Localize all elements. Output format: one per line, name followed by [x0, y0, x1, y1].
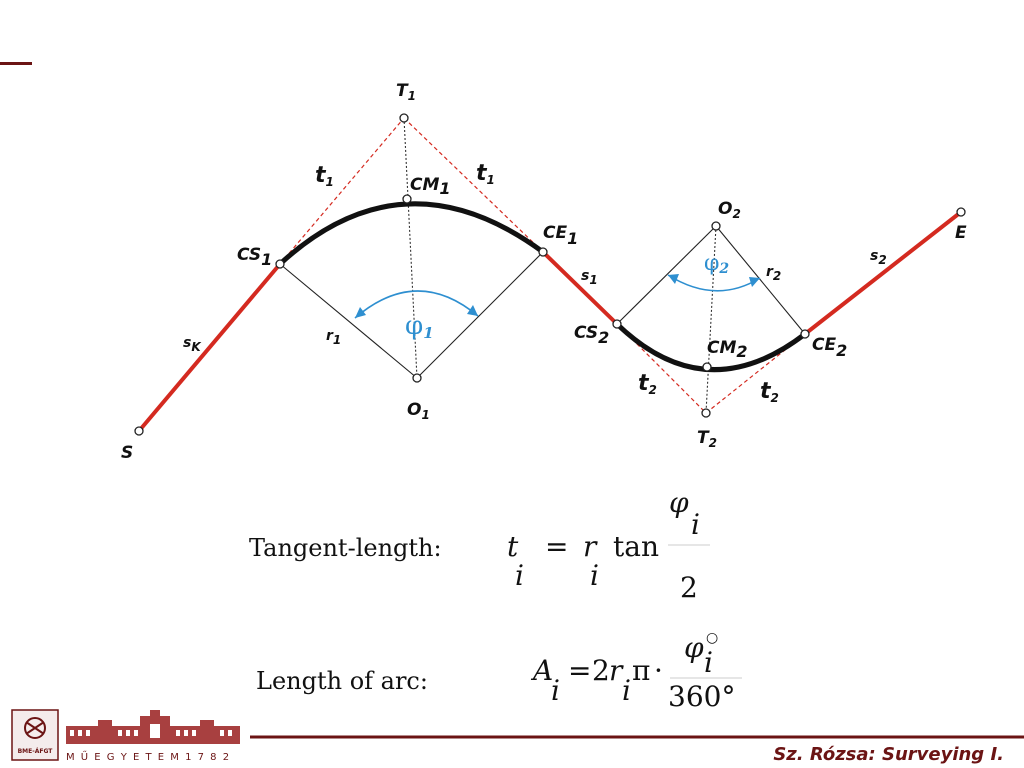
label-s1: s1: [581, 268, 598, 287]
university-logo: BME-ÁFGT M Ű E G Y E T E M 1 7 8 2: [11, 709, 240, 763]
svg-text:r: r: [583, 530, 598, 563]
tangent-length-formula: t i = r i tan φ i 2: [507, 486, 710, 604]
label-CM1: CM1: [410, 175, 451, 198]
node-E: [956, 207, 966, 217]
label-CS2: CS2: [574, 323, 609, 347]
label-s2: s2: [870, 248, 887, 267]
svg-text:○: ○: [706, 630, 718, 646]
label-r1: r1: [326, 328, 341, 347]
svg-text:A: A: [530, 654, 553, 687]
label-CM2: CM2: [707, 338, 748, 361]
radius-lines: [279, 225, 806, 379]
straight-segments: [137, 210, 963, 433]
svg-text:i: i: [704, 646, 713, 679]
label-CE2: CE2: [812, 335, 847, 360]
label-CE1: CE1: [543, 223, 578, 248]
svg-text:i: i: [590, 559, 599, 592]
svg-text:r: r: [609, 654, 624, 687]
node-T2: [701, 408, 711, 418]
svg-text:M Ű E G Y E T E M 1 7 8 2: M Ű E G Y E T E M 1 7 8 2: [66, 749, 231, 763]
label-t1-right: t1: [476, 161, 495, 187]
label-phi2: φ2: [704, 251, 729, 277]
label-O1: O1: [407, 400, 430, 422]
svg-text:BME-ÁFGT: BME-ÁFGT: [18, 748, 54, 755]
svg-text:·: ·: [654, 654, 663, 687]
node-O2: [711, 221, 721, 231]
node-CM1: [402, 194, 412, 204]
svg-text:360°: 360°: [668, 680, 735, 713]
node-CM2: [702, 362, 712, 372]
svg-text:π: π: [632, 654, 650, 687]
node-CE1: [538, 247, 548, 257]
svg-text:i: i: [691, 508, 700, 541]
footer-author: Sz. Rózsa: Surveying I.: [773, 744, 1004, 765]
nodes: [134, 113, 966, 436]
svg-text:2: 2: [680, 571, 698, 604]
angle-arcs: [354, 274, 761, 319]
corner-accent: [0, 62, 32, 65]
label-T1: T1: [396, 81, 416, 103]
label-t2-right: t2: [760, 379, 779, 405]
label-phi1: φ1: [405, 311, 434, 342]
svg-text:tan: tan: [613, 530, 659, 563]
label-S: S: [121, 443, 133, 463]
node-CS1: [275, 259, 285, 269]
label-r2: r2: [766, 264, 781, 283]
building-windows: [70, 724, 232, 738]
svg-text:i: i: [551, 674, 560, 707]
svg-text:2: 2: [592, 654, 610, 687]
node-O1: [412, 373, 422, 383]
tangent-length-label: Tangent-length:: [249, 534, 442, 562]
svg-text:i: i: [515, 559, 524, 592]
svg-text:φ: φ: [684, 631, 704, 664]
label-T2: T2: [697, 428, 717, 450]
node-CE2: [800, 329, 810, 339]
bisector-lines: [403, 117, 717, 414]
label-O2: O2: [718, 199, 741, 221]
svg-text:=: =: [568, 654, 591, 687]
node-CS2: [612, 319, 622, 329]
label-CS1: CS1: [237, 245, 272, 269]
arc-length-formula: A i = 2 r i π · φ ○ i 360°: [530, 630, 742, 713]
arc-length-label: Length of arc:: [256, 667, 428, 695]
label-t2-left: t2: [638, 371, 657, 397]
svg-text:t: t: [507, 530, 519, 563]
label-E: E: [955, 223, 967, 243]
svg-text:i: i: [622, 674, 631, 707]
node-T1: [399, 113, 409, 123]
label-t1-left: t1: [315, 163, 334, 189]
node-S: [134, 426, 144, 436]
svg-text:=: =: [545, 530, 568, 563]
label-sK: sK: [183, 335, 202, 354]
svg-text:φ: φ: [669, 486, 689, 519]
